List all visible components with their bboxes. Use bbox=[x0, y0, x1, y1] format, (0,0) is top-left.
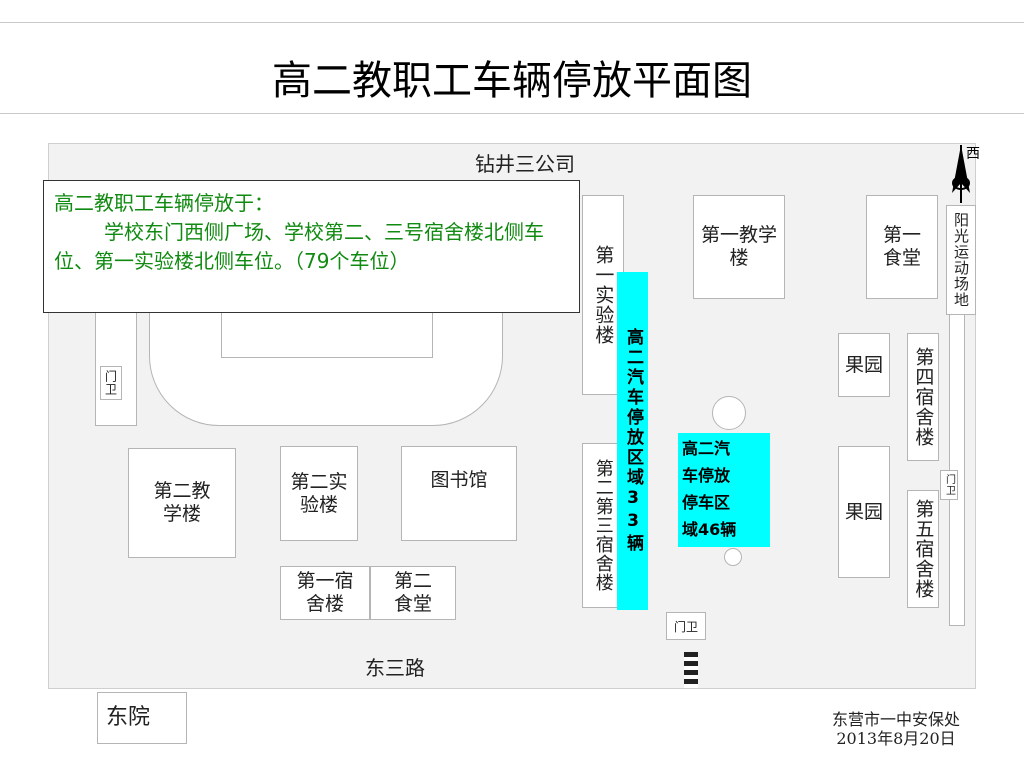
gate-east: 门卫 bbox=[940, 470, 958, 500]
building-dorm1: 第一宿舍楼 bbox=[280, 566, 370, 620]
roundabout bbox=[712, 396, 746, 430]
building-canteen2-label: 第二食堂 bbox=[393, 570, 432, 615]
parking-square: 高二汽车停放停车区域46辆 bbox=[678, 433, 770, 547]
header-divider bbox=[0, 113, 1024, 114]
road-north: 钻井三公司 bbox=[475, 152, 575, 176]
gate-west: 门卫 bbox=[100, 366, 122, 400]
building-orchard2: 果园 bbox=[838, 446, 890, 578]
building-dorm5: 第五宿舍楼 bbox=[907, 490, 939, 608]
footer-org: 东营市一中安保处 bbox=[831, 710, 960, 729]
building-east-yard: 东院 bbox=[97, 692, 187, 744]
parking-notice: 高二教职工车辆停放于： 学校东门西侧广场、学校第二、三号宿舍楼北侧车位、第一实验… bbox=[43, 180, 580, 313]
footer-date: 2013年8月20日 bbox=[836, 729, 956, 748]
building-library: 图书馆 bbox=[401, 446, 517, 541]
gate-south: 门卫 bbox=[666, 612, 706, 640]
building-canteen1: 第一食堂 bbox=[866, 195, 938, 299]
building-canteen2: 第二食堂 bbox=[370, 566, 456, 620]
building-dorm1-label: 第一宿舍楼 bbox=[296, 570, 354, 615]
sports-field: 阳光运动场地 bbox=[946, 205, 976, 315]
building-lab2-label: 第二实验楼 bbox=[290, 470, 348, 516]
road-south: 东三路 bbox=[365, 656, 425, 680]
building-teach2: 第二教学楼 bbox=[128, 448, 236, 558]
fountain bbox=[724, 548, 742, 566]
top-divider bbox=[0, 22, 1024, 23]
compass: 西 bbox=[944, 143, 980, 205]
notice-heading: 高二教职工车辆停放于： bbox=[54, 191, 274, 215]
gate-barrier-icon bbox=[684, 652, 698, 688]
parking-strip-label: 高二汽车停放区域33辆 bbox=[623, 328, 643, 554]
building-dorm4: 第四宿舍楼 bbox=[907, 333, 939, 461]
east-wall bbox=[949, 294, 965, 626]
page-title: 高二教职工车辆停放平面图 bbox=[272, 58, 752, 104]
building-canteen1-label: 第一食堂 bbox=[882, 224, 921, 269]
west-wall bbox=[95, 304, 137, 426]
building-teach1: 第一教学楼 bbox=[693, 195, 785, 299]
notice-body: 学校东门西侧广场、学校第二、三号宿舍楼北侧车位、第一实验楼北侧车位。（79个车位… bbox=[54, 220, 544, 273]
building-teach2-label: 第二教学楼 bbox=[153, 480, 211, 525]
building-teach1-label: 第一教学楼 bbox=[700, 224, 777, 269]
compass-arrow-icon bbox=[952, 145, 970, 203]
parking-square-label: 高二汽车停放停车区域46辆 bbox=[682, 439, 737, 539]
building-orchard1: 果园 bbox=[838, 333, 890, 397]
parking-strip: 高二汽车停放区域33辆 bbox=[617, 272, 648, 610]
compass-label: 西 bbox=[966, 146, 980, 162]
building-lab2: 第二实验楼 bbox=[280, 446, 358, 541]
